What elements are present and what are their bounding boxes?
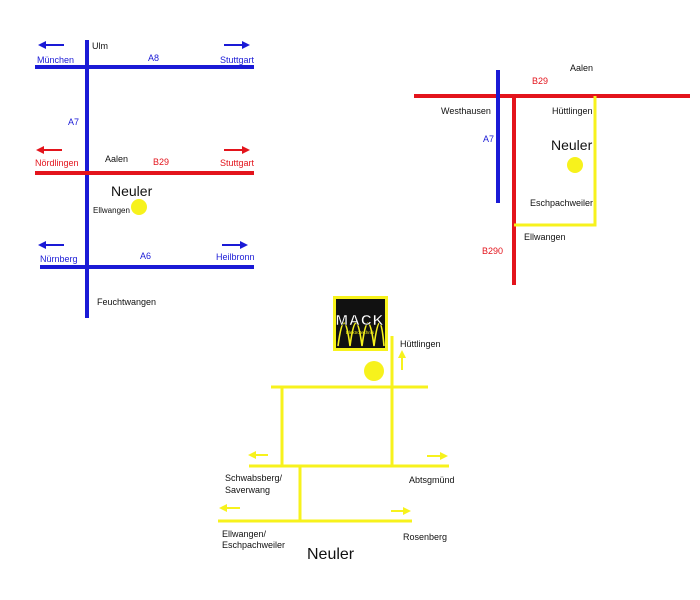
label-noerdlingen: Nördlingen (35, 158, 79, 168)
mack-logo: MACK Elektrotechnik (333, 296, 388, 351)
label-abtsgmuend: Abtsgmünd (409, 475, 455, 485)
label-westhausen: Westhausen (441, 106, 491, 116)
label-b29: B29 (153, 157, 169, 167)
label-a7-regional: A7 (483, 134, 494, 144)
label-aalen: Aalen (105, 154, 128, 164)
label-ellwangen-regional: Ellwangen (524, 232, 566, 242)
regional-map: Aalen B29 Westhausen Hüttlingen A7 Neule… (414, 63, 690, 285)
label-b290: B290 (482, 246, 503, 256)
label-rosenberg: Rosenberg (403, 532, 447, 542)
label-neuler: Neuler (111, 183, 153, 199)
label-neuler-local: Neuler (307, 546, 355, 563)
neuler-location-marker (131, 199, 147, 215)
label-a8: A8 (148, 53, 159, 63)
label-eschpachweiler-regional: Eschpachweiler (530, 198, 593, 208)
label-aalen-regional: Aalen (570, 63, 593, 73)
logo-wordmark: MACK (336, 312, 385, 329)
label-neuler-regional: Neuler (551, 137, 593, 153)
label-eschpachweiler-local: Eschpachweiler (222, 540, 285, 550)
label-ellwangen: Ellwangen (93, 206, 130, 215)
mack-location-marker (364, 361, 384, 381)
label-nuernberg: Nürnberg (40, 254, 78, 264)
label-a6: A6 (140, 251, 151, 261)
label-b29-regional: B29 (532, 76, 548, 86)
label-schwabsberg: Schwabsberg/ (225, 473, 283, 483)
label-ellwangen-local: Ellwangen/ (222, 529, 267, 539)
local-map: MACK Elektrotechnik Hüttlingen Schwabsbe… (218, 296, 455, 563)
label-ulm: Ulm (92, 41, 108, 51)
logo-subtext: Elektrotechnik (346, 330, 375, 335)
road-local-neuler (514, 96, 597, 227)
label-huettlingen-local: Hüttlingen (400, 339, 441, 349)
overview-map: Ulm A8 München Stuttgart A7 Aalen B29 Nö… (35, 40, 255, 318)
label-stuttgart-a8: Stuttgart (220, 55, 255, 65)
label-huettlingen-regional: Hüttlingen (552, 106, 593, 116)
label-stuttgart-b29: Stuttgart (220, 158, 255, 168)
label-feuchtwangen: Feuchtwangen (97, 297, 156, 307)
label-muenchen: München (37, 55, 74, 65)
neuler-location-marker-regional (567, 157, 583, 173)
label-a7: A7 (68, 117, 79, 127)
label-heilbronn: Heilbronn (216, 252, 255, 262)
label-saverwang: Saverwang (225, 485, 270, 495)
